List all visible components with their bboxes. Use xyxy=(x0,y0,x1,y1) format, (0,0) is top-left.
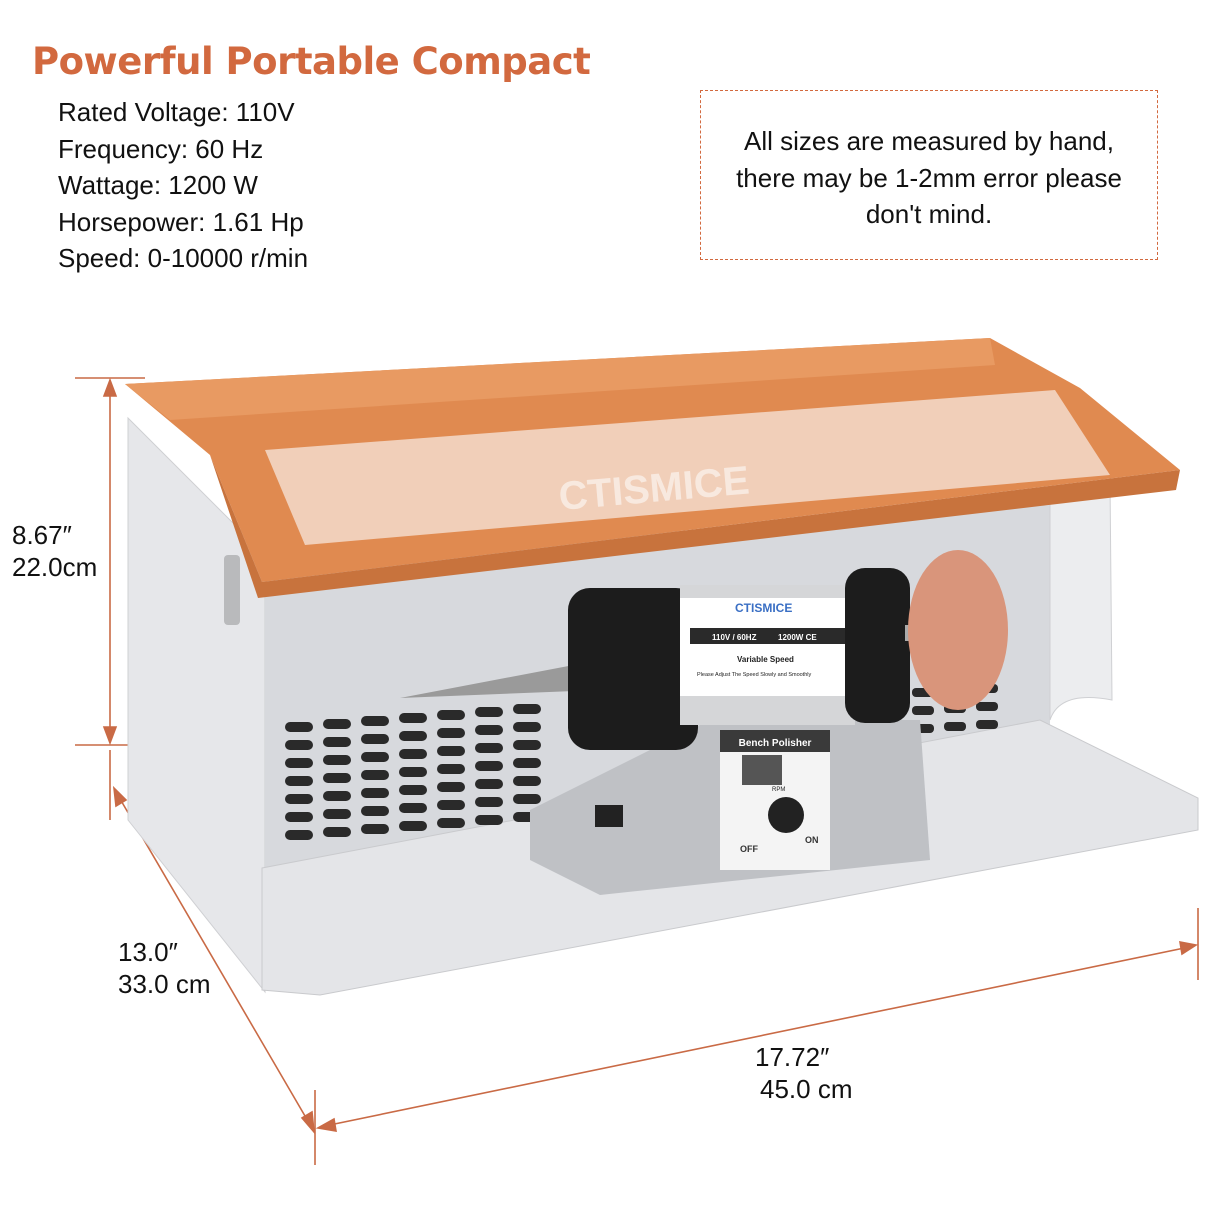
housing-right-side xyxy=(1049,479,1113,721)
motor-brand: CTISMICE xyxy=(735,601,792,615)
spec-list: Rated Voltage: 110V Frequency: 60 Hz Wat… xyxy=(58,94,308,277)
vent-slot xyxy=(437,818,465,828)
vent-slot xyxy=(437,728,465,738)
note-line: don't mind. xyxy=(865,199,993,229)
vent-slot xyxy=(361,716,389,726)
vent-slot xyxy=(513,722,541,732)
vent-slot xyxy=(323,773,351,783)
clear-shield xyxy=(265,390,1110,545)
variable-speed-label: Variable Speed xyxy=(737,655,794,664)
vent-slot xyxy=(285,758,313,768)
vent-slot xyxy=(976,720,998,729)
vent-slot xyxy=(437,800,465,810)
panel-title: Bench Polisher xyxy=(739,738,812,749)
on-label: ON xyxy=(805,835,819,845)
vent-slot xyxy=(437,764,465,774)
measurement-note: All sizes are measured by hand, there ma… xyxy=(700,90,1158,260)
speed-knob[interactable] xyxy=(768,797,804,833)
vent-slot xyxy=(437,782,465,792)
vent-slot xyxy=(475,761,503,771)
speed-display xyxy=(742,755,782,785)
spec-voltage: Rated Voltage: 110V xyxy=(58,97,295,127)
motor-right-cap xyxy=(845,568,910,723)
latch xyxy=(224,555,240,625)
vent-slot xyxy=(285,812,313,822)
vent-slot xyxy=(323,737,351,747)
instruction-label: Please Adjust The Speed Slowly and Smoot… xyxy=(697,672,811,678)
note-line: All sizes are measured by hand, xyxy=(744,126,1114,156)
vent-slot xyxy=(323,719,351,729)
height-cm: 22.0cm xyxy=(12,552,98,582)
depth-cm: 33.0 cm xyxy=(118,969,211,999)
vent-slot xyxy=(285,722,313,732)
vent-slot xyxy=(361,752,389,762)
width-cm: 45.0 cm xyxy=(760,1074,853,1104)
vent-slot xyxy=(513,704,541,714)
vent-slot xyxy=(323,791,351,801)
vent-slot xyxy=(399,713,427,723)
polishing-wheel xyxy=(908,550,1008,710)
vent-slot xyxy=(437,746,465,756)
vent-slot xyxy=(399,749,427,759)
vent-slot xyxy=(513,776,541,786)
rpm-label: RPM xyxy=(772,787,785,793)
vent-slot xyxy=(475,797,503,807)
vent-slot xyxy=(475,743,503,753)
rating-label: 110V / 60HZ xyxy=(712,633,757,642)
height-label: 8.67″ 22.0cm xyxy=(12,519,97,583)
vent-slot xyxy=(285,740,313,750)
vent-slot xyxy=(399,767,427,777)
vent-slot xyxy=(475,815,503,825)
note-line: there may be 1-2mm error please xyxy=(736,162,1122,193)
headline: Powerful Portable Compact xyxy=(32,40,591,83)
power-switch[interactable] xyxy=(595,805,623,827)
motor-left-cap xyxy=(568,588,698,750)
tapered-spindle xyxy=(400,660,600,698)
vent-slot xyxy=(475,707,503,717)
spec-wattage: Wattage: 1200 W xyxy=(58,170,258,200)
width-inch: 17.72″ xyxy=(755,1042,830,1072)
vent-slot xyxy=(323,755,351,765)
vent-slot xyxy=(475,779,503,789)
vent-slot xyxy=(361,824,389,834)
vent-slot xyxy=(285,794,313,804)
spec-speed: Speed: 0-10000 r/min xyxy=(58,243,309,273)
off-label: OFF xyxy=(740,844,758,854)
vent-slot xyxy=(513,740,541,750)
vent-slot xyxy=(399,821,427,831)
spec-horsepower: Horsepower: 1.61 Hp xyxy=(58,206,304,237)
depth-label: 13.0″ 33.0 cm xyxy=(118,936,211,1000)
spec-frequency: Frequency: 60 Hz xyxy=(58,133,264,164)
depth-inch: 13.0″ xyxy=(118,937,178,967)
vent-slot xyxy=(944,722,966,731)
width-label: 17.72″ 45.0 cm xyxy=(755,1041,853,1105)
dimension-lines xyxy=(75,377,1199,1165)
vent-slot xyxy=(361,806,389,816)
vent-slot xyxy=(361,770,389,780)
vent-slot xyxy=(399,731,427,741)
vent-slot xyxy=(323,809,351,819)
vent-slot xyxy=(912,706,934,715)
vent-slot xyxy=(361,788,389,798)
vent-slot xyxy=(437,710,465,720)
height-inch: 8.67″ xyxy=(12,520,72,550)
vent-slot xyxy=(513,794,541,804)
vent-slot xyxy=(475,725,503,735)
vent-slot xyxy=(513,758,541,768)
vent-slot xyxy=(399,785,427,795)
vent-slot xyxy=(285,776,313,786)
vent-slot xyxy=(361,734,389,744)
vent-slot xyxy=(976,702,998,711)
watt-label: 1200W CE xyxy=(778,633,817,642)
control-panel xyxy=(720,730,830,870)
vent-slot xyxy=(285,830,313,840)
vent-slot xyxy=(399,803,427,813)
vent-slot xyxy=(323,827,351,837)
